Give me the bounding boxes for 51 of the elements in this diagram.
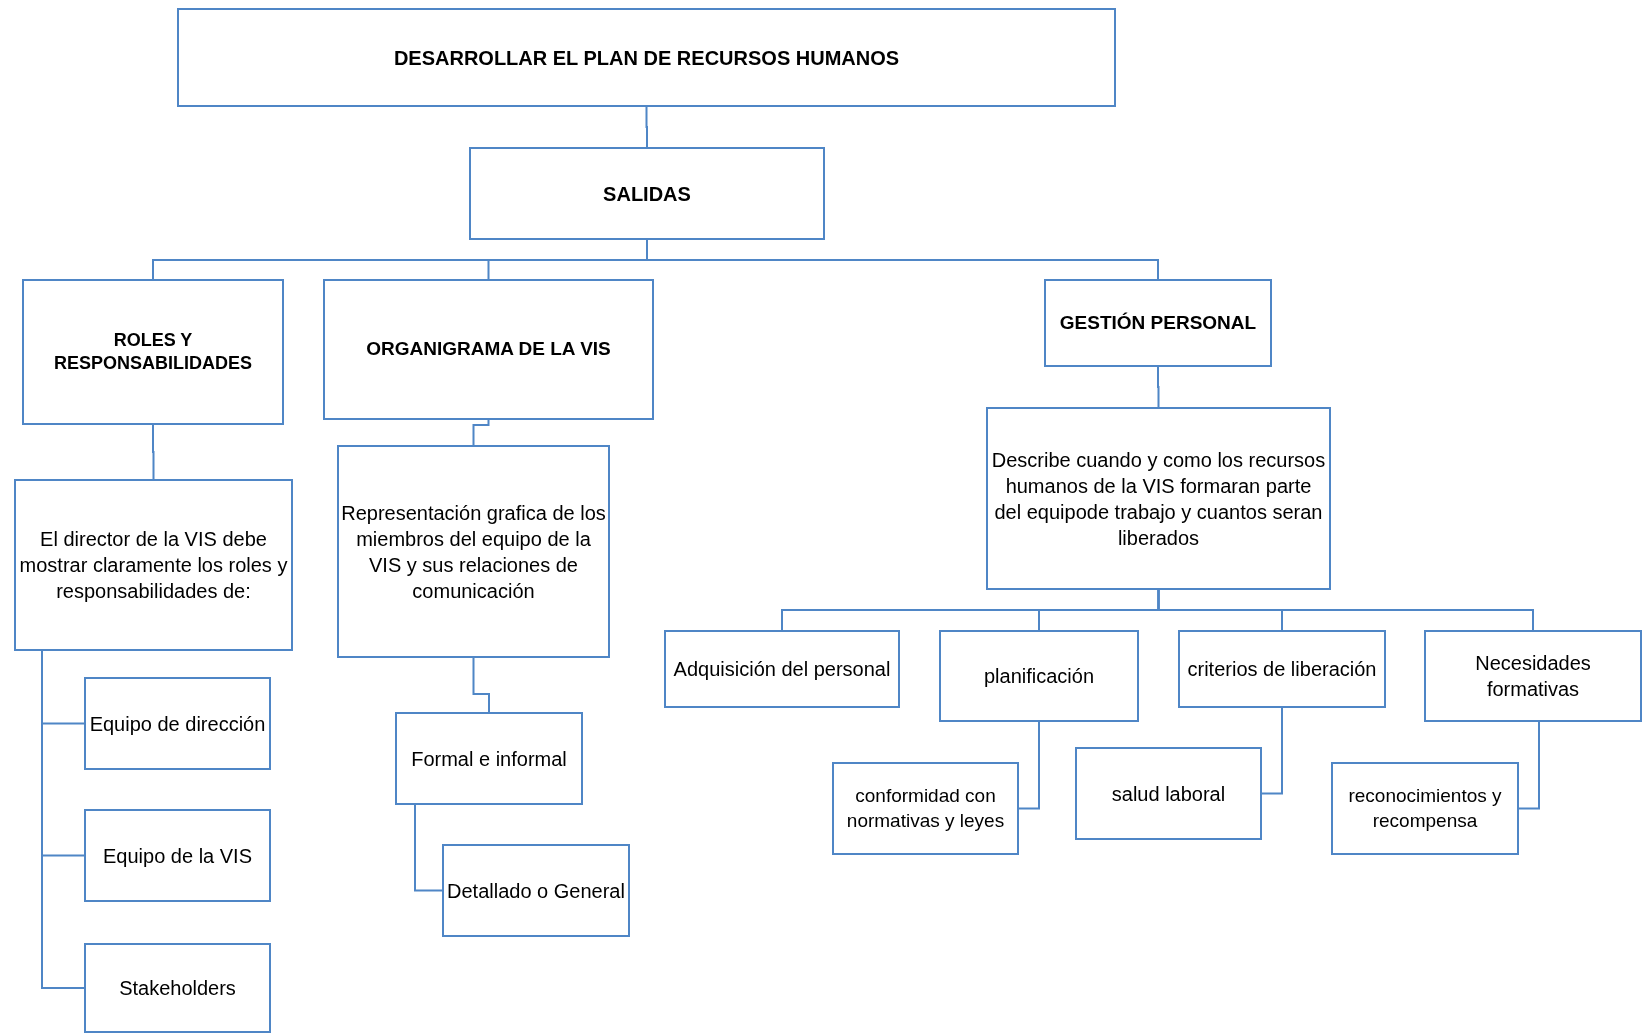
- process-box: [84, 943, 271, 1033]
- box-heading: GESTIÓN PERSONAL: [1059, 310, 1257, 335]
- box-heading: DESARROLLAR EL PLAN DE RECURSOS HUMANOS: [393, 45, 900, 71]
- box-label: Equipo de la VIS: [103, 843, 252, 869]
- box-label: El director de la VIS debe mostrar claramente los roles y responsabilidades de:: [18, 527, 289, 604]
- connector-line: [1157, 589, 1534, 631]
- process-box: [986, 407, 1331, 590]
- process-box: [1424, 630, 1642, 722]
- box-label: Formal e informal: [411, 746, 567, 772]
- box-label: salud laboral: [1111, 781, 1226, 807]
- connector-line: [41, 650, 85, 989]
- box-label: criterios de liberación: [1187, 657, 1377, 682]
- connector-line: [1157, 366, 1160, 408]
- box-label: Describe cuando y como los recursos humanos de la VIS formaran parte del equipode trabajo y cuantos seran liberados: [990, 447, 1327, 551]
- connector-line: [1018, 721, 1040, 810]
- process-box: [442, 844, 630, 937]
- box-label: Detallado o General: [447, 878, 625, 904]
- box-label: conformidad con normativas y leyes: [845, 783, 1006, 833]
- process-box: [323, 279, 654, 420]
- process-box: [337, 445, 610, 658]
- box-heading: SALIDAS: [603, 181, 691, 207]
- connector-line: [472, 419, 490, 446]
- box-heading: ROLES Y RESPONSABILIDADES: [53, 328, 253, 375]
- process-box: [469, 147, 825, 240]
- process-box: [1178, 630, 1386, 708]
- box-label: planificación: [983, 664, 1095, 689]
- process-box: [939, 630, 1139, 722]
- process-box: [395, 712, 583, 805]
- box-label: Representación grafica de los miembros del equipo de la VIS y sus relaciones de comunicación: [341, 500, 606, 604]
- box-label: Necesidades formativas: [1474, 651, 1592, 702]
- process-box: [1331, 762, 1519, 855]
- process-box: [84, 677, 271, 770]
- process-box: [664, 630, 900, 708]
- connector-line: [1518, 721, 1540, 810]
- connector-line: [472, 657, 490, 713]
- connector-line: [645, 106, 648, 148]
- process-box: [1044, 279, 1272, 367]
- process-box: [1075, 747, 1262, 840]
- process-box: [832, 762, 1019, 855]
- connector-line: [414, 804, 443, 892]
- box-label: Stakeholders: [119, 976, 236, 1001]
- process-box: [177, 8, 1116, 107]
- process-box: [84, 809, 271, 902]
- box-label: reconocimientos y recompensa: [1347, 783, 1503, 833]
- connector-line: [152, 424, 155, 480]
- box-label: Adquisición del personal: [673, 657, 891, 682]
- connector-line: [1261, 707, 1283, 795]
- process-box: [14, 479, 293, 651]
- box-heading: ORGANIGRAMA DE LA VIS: [366, 337, 611, 362]
- process-box: [22, 279, 284, 425]
- box-label: Equipo de dirección: [89, 711, 266, 737]
